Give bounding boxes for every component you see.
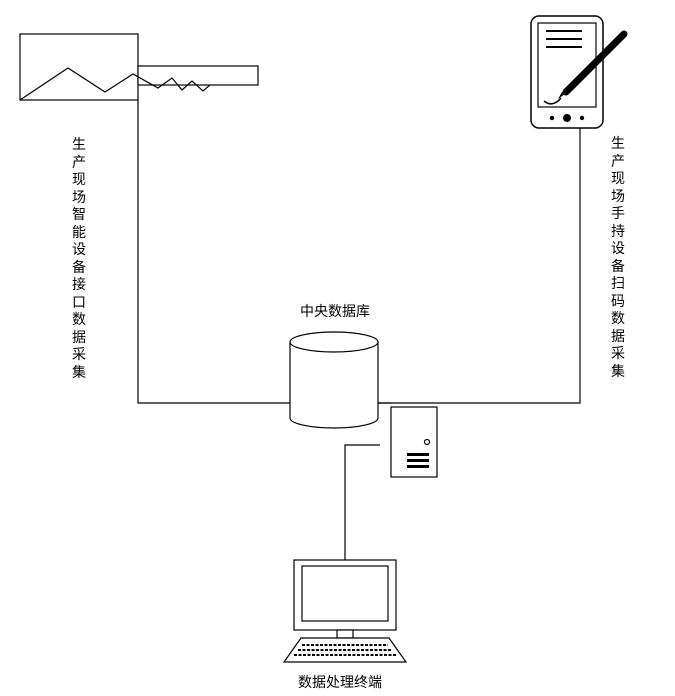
server-icon [390,406,438,478]
right-source-label: 生产现场手持设备扫码数据采集 [611,136,625,380]
handheld-scanner-icon [530,15,628,129]
database-label: 中央数据库 [300,304,370,320]
terminal-label: 数据处理终端 [298,675,382,691]
computer-terminal-icon [282,559,408,663]
right-device-link [378,128,581,404]
central-database-icon [289,331,379,429]
connection-lines [137,100,581,560]
terminal-link [344,444,380,560]
stylus-icon [562,30,628,96]
left-device-link [137,100,290,404]
left-source-label: 生产现场智能设备接口数据采集 [72,137,86,381]
smart-device-interface-icon [19,33,259,101]
